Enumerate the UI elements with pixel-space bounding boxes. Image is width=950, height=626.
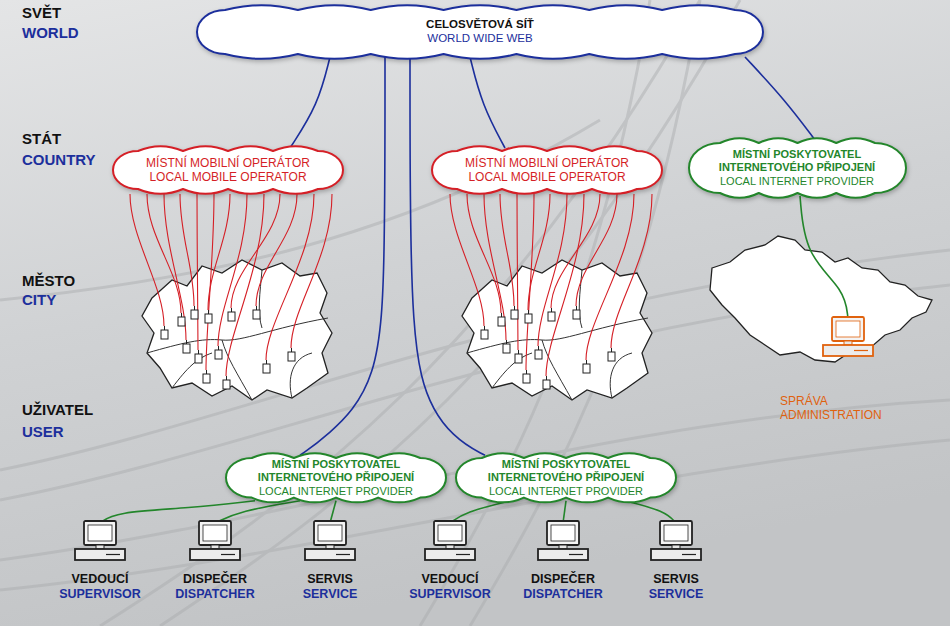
level-label: MĚSTO	[22, 272, 75, 290]
computer-icon	[72, 520, 128, 562]
node-subtitle: ADMINISTRATION	[780, 408, 882, 422]
user-computer: VEDOUCÍSUPERVISOR	[59, 520, 141, 602]
network-link	[300, 57, 385, 455]
node-heading: SERVIS	[653, 572, 699, 587]
network-link	[470, 57, 505, 148]
level-label: COUNTRY	[22, 151, 96, 169]
node-subtitle: LOCAL INTERNET PROVIDER	[259, 485, 413, 498]
node-heading: MÍSTNÍ POSKYTOVATEL INTERNETOVÉHO PŘIPOJ…	[244, 458, 429, 484]
internet-provider: MÍSTNÍ POSKYTOVATEL INTERNETOVÉHO PŘIPOJ…	[456, 452, 676, 504]
node-subtitle: SUPERVISOR	[59, 587, 141, 602]
node-heading: DISPEČER	[531, 572, 595, 587]
computer-icon	[422, 520, 478, 562]
level-label: STÁT	[22, 130, 61, 148]
mobile-operator: MÍSTNÍ MOBILNÍ OPERÁTORLOCAL MOBILE OPER…	[113, 145, 343, 195]
computer-icon	[302, 520, 358, 562]
node-subtitle: DISPATCHER	[175, 587, 254, 602]
country-map	[710, 236, 932, 362]
internet-provider: MÍSTNÍ POSKYTOVATEL INTERNETOVÉHO PŘIPOJ…	[689, 137, 906, 199]
node-subtitle: LOCAL MOBILE OPERATOR	[468, 170, 625, 184]
network-link	[450, 501, 510, 523]
network-cloud: CELOSVĚTOVÁ SÍŤWORLD WIDE WEB	[197, 4, 763, 60]
level-label: WORLD	[22, 24, 79, 42]
node-heading: MÍSTNÍ MOBILNÍ OPERÁTOR	[465, 156, 629, 170]
level-label: USER	[22, 423, 64, 441]
level-label: UŽIVATEL	[22, 401, 93, 419]
city-map	[450, 194, 652, 400]
network-link	[290, 57, 330, 148]
node-heading: DISPEČER	[183, 572, 247, 587]
node-heading: SERVIS	[307, 572, 353, 587]
node-subtitle: LOCAL INTERNET PROVIDER	[489, 485, 643, 498]
network-link	[745, 57, 815, 140]
node-heading: CELOSVĚTOVÁ SÍŤ	[426, 18, 534, 32]
user-computer: SERVISSERVICE	[648, 520, 704, 602]
network-link	[330, 501, 336, 523]
network-link	[625, 501, 676, 523]
user-computer: VEDOUCÍSUPERVISOR	[409, 520, 491, 602]
node-heading: VEDOUCÍ	[72, 572, 129, 587]
user-computer: SERVISSERVICE	[302, 520, 358, 602]
node-heading: MÍSTNÍ POSKYTOVATEL INTERNETOVÉHO PŘIPOJ…	[474, 458, 659, 484]
network-link	[800, 196, 848, 319]
node-subtitle: SERVICE	[649, 587, 704, 602]
internet-provider: MÍSTNÍ POSKYTOVATEL INTERNETOVÉHO PŘIPOJ…	[226, 452, 446, 504]
network-link	[215, 501, 300, 523]
city-map	[130, 194, 332, 400]
level-label: SVĚT	[22, 4, 61, 22]
admin-computer: SPRÁVAADMINISTRATION	[780, 316, 882, 423]
node-subtitle: SUPERVISOR	[409, 587, 491, 602]
node-subtitle: DISPATCHER	[523, 587, 602, 602]
network-link	[100, 501, 255, 523]
node-subtitle: LOCAL MOBILE OPERATOR	[149, 170, 306, 184]
node-subtitle: LOCAL INTERNET PROVIDER	[720, 175, 874, 188]
computer-icon	[187, 520, 243, 562]
node-heading: VEDOUCÍ	[422, 572, 479, 587]
node-heading: MÍSTNÍ POSKYTOVATEL INTERNETOVÉHO PŘIPOJ…	[705, 148, 890, 174]
computer-icon	[535, 520, 591, 562]
network-link	[563, 501, 566, 523]
computer-icon	[820, 316, 876, 358]
user-computer: DISPEČERDISPATCHER	[523, 520, 602, 602]
mobile-operator: MÍSTNÍ MOBILNÍ OPERÁTORLOCAL MOBILE OPER…	[432, 145, 662, 195]
level-label: CITY	[22, 291, 56, 309]
user-computer: DISPEČERDISPATCHER	[175, 520, 254, 602]
node-heading: MÍSTNÍ MOBILNÍ OPERÁTOR	[146, 156, 310, 170]
node-heading: SPRÁVA	[780, 394, 828, 408]
node-subtitle: WORLD WIDE WEB	[427, 32, 532, 46]
computer-icon	[648, 520, 704, 562]
node-subtitle: SERVICE	[303, 587, 358, 602]
network-link	[410, 57, 485, 455]
